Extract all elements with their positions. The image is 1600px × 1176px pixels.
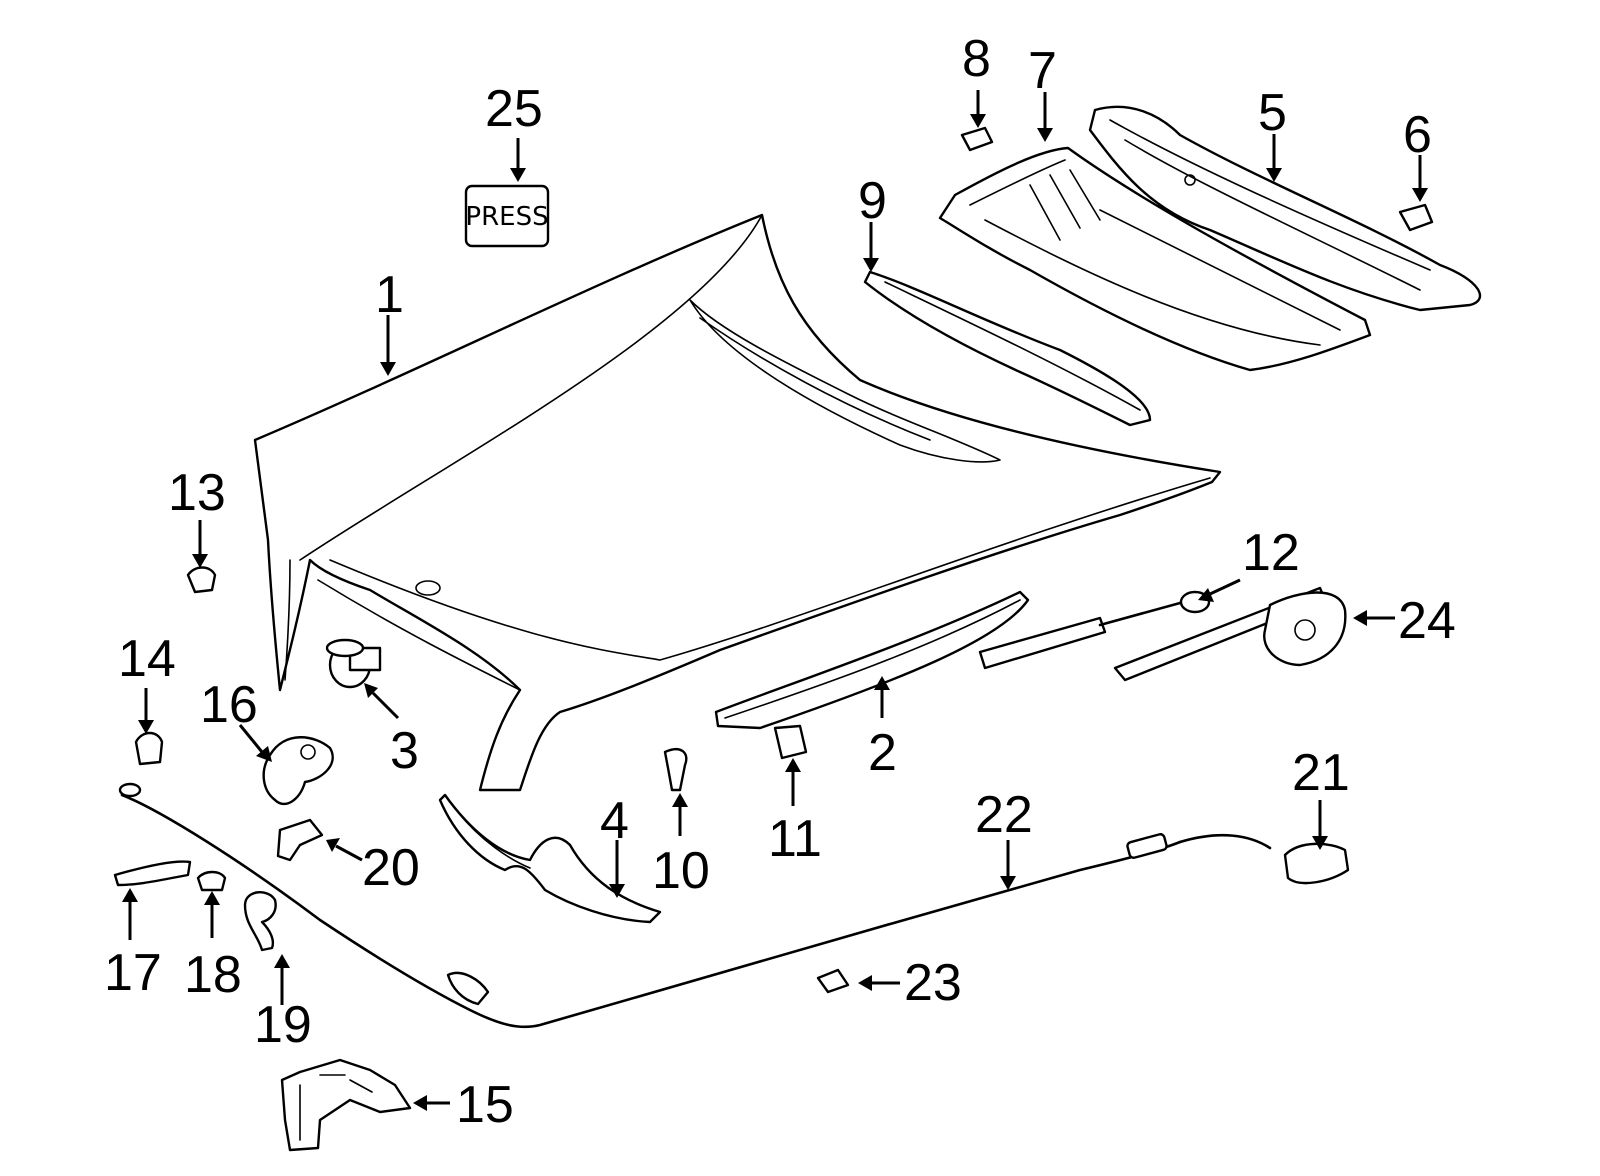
bracket-17: [113, 860, 192, 887]
callout-10: 10: [652, 842, 710, 900]
callout-1: 1: [375, 266, 404, 324]
bracket-20: [276, 818, 324, 862]
clip-18: [196, 870, 227, 892]
press-label-decal: PRESS: [464, 184, 550, 248]
clip-14: [134, 731, 164, 766]
callout-25: 25: [485, 80, 543, 138]
callout-24: 24: [1398, 592, 1456, 650]
callout-3: 3: [390, 722, 419, 780]
hinge-16: [262, 736, 334, 806]
callout-14: 14: [118, 630, 176, 688]
press-label-text: PRESS: [465, 202, 548, 232]
hood-latch: [280, 1058, 412, 1152]
callout-17: 17: [104, 944, 162, 1002]
cable-guide-19: [243, 891, 277, 952]
callout-13: 13: [168, 464, 226, 522]
latch-support: [438, 793, 662, 924]
callout-15: 15: [456, 1076, 514, 1134]
clip-6: [1398, 203, 1434, 232]
callout-9: 9: [858, 172, 887, 230]
callout-18: 18: [184, 946, 242, 1004]
callout-20: 20: [362, 839, 420, 897]
bumper-stop: [325, 638, 382, 689]
release-cable: [118, 782, 1272, 1029]
callout-22: 22: [975, 786, 1033, 844]
callout-7: 7: [1028, 42, 1057, 100]
cowl-seal: [863, 270, 1152, 427]
callout-8: 8: [962, 30, 991, 88]
release-handle: [1283, 842, 1350, 885]
hood-seal-strip: [714, 590, 1030, 730]
clip-23: [816, 968, 850, 994]
callout-16: 16: [200, 676, 258, 734]
callout-11: 11: [768, 810, 822, 868]
callout-5: 5: [1258, 84, 1287, 142]
callout-arrows: [122, 90, 1428, 1111]
callout-12: 12: [1242, 524, 1300, 582]
hinge-strut-assembly: [1113, 586, 1347, 682]
callout-labels: 1 2 3 4 5 6 7 8 9 10 11 12 13 14 15 16 1…: [104, 30, 1456, 1134]
callout-23: 23: [904, 954, 962, 1012]
cowl-panel: [1088, 105, 1482, 312]
callout-4: 4: [600, 792, 629, 850]
hood-panel: [253, 213, 1222, 792]
callout-6: 6: [1403, 106, 1432, 164]
grommet-13: [186, 566, 217, 594]
bumper-11: [773, 724, 808, 760]
clip-8: [960, 126, 994, 152]
callout-2: 2: [868, 724, 897, 782]
striker: [663, 748, 688, 792]
callout-21: 21: [1292, 744, 1350, 802]
cowl-grille: [938, 146, 1372, 372]
callout-19: 19: [254, 996, 312, 1054]
